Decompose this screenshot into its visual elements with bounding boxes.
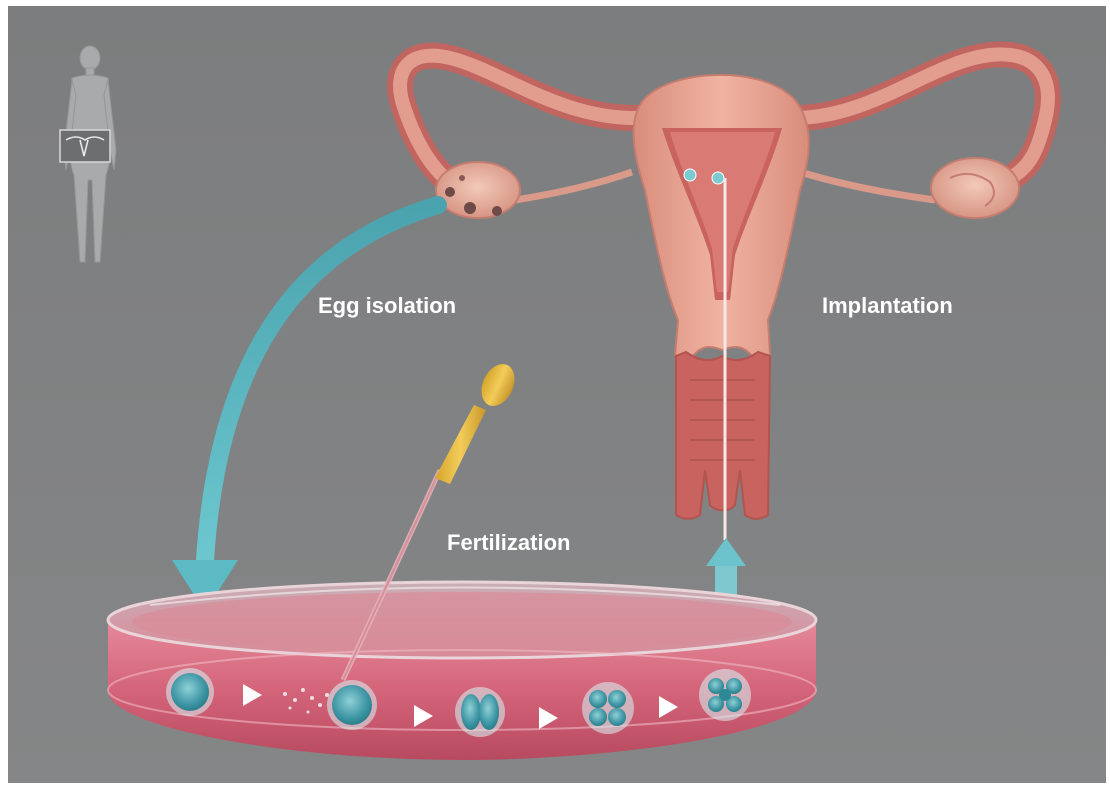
fertilized-egg-cell <box>327 680 377 730</box>
implantation-label: Implantation <box>822 293 953 318</box>
eight-cell-embryo <box>699 669 751 721</box>
uterus-highlight-box <box>60 130 110 162</box>
petri-dish <box>108 582 816 760</box>
egg-isolation-label: Egg isolation <box>318 293 456 318</box>
zygote-cell <box>166 668 214 716</box>
two-cell-embryo <box>455 687 505 737</box>
fertilization-label: Fertilization <box>447 530 570 555</box>
four-cell-embryo <box>582 682 634 734</box>
